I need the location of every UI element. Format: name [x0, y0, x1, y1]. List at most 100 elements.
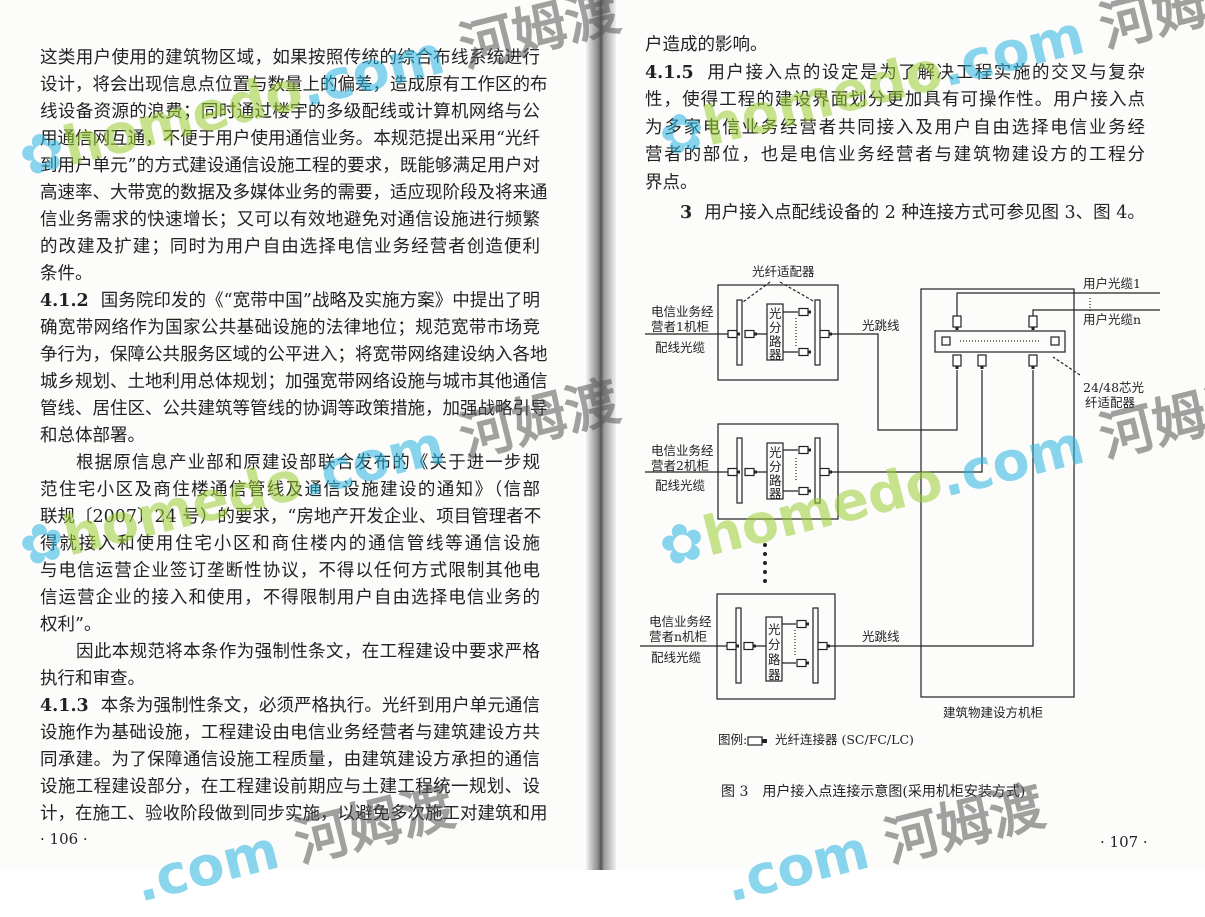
- cabinet-2-label: 营者2机柜: [651, 458, 709, 473]
- line-text: 得就接入和使用住宅小区和商住楼内的通信管线等通信设施: [40, 534, 540, 554]
- line-text: 到用户单元”的方式建设通信设施工程的要求，既能够满足用户对: [40, 156, 540, 176]
- line-text: 权利”。: [40, 615, 102, 635]
- svg-text:器: 器: [769, 347, 782, 362]
- section-number: 4.1.5: [645, 62, 694, 83]
- line-text: 设施作为基础设施，工程建设由电信业务经营者与建筑建设方共: [40, 723, 540, 743]
- cabinet-n-label: 营者n机柜: [649, 629, 707, 644]
- svg-text:器: 器: [768, 667, 781, 682]
- building-cabinet-label: 建筑物建设方机柜: [943, 705, 1043, 720]
- line-text: 确宽带网络作为国家公共基础设施的法律地位；规范宽带市场竞: [40, 318, 540, 338]
- line-text: 营者的部位，也是电信业务经营者与建筑物建设方的工程分: [645, 145, 1145, 166]
- line-text: 本条为强制性条文，必须严格执行。光纤到用户单元通信: [100, 696, 540, 716]
- line-text: 性，使得工程的建设界面划分更加具有可操作性。用户接入点: [645, 90, 1145, 111]
- svg-text:光: 光: [769, 306, 782, 321]
- distribution-cable-label: 配线光缆: [651, 650, 702, 665]
- right-page: [604, 0, 1205, 870]
- text-line: 用通信网互通，不便于用户使用通信业务。本规范提出采用“光纤: [40, 128, 540, 150]
- svg-text:光: 光: [768, 622, 781, 637]
- line-text: 国务院印发的《“宽带中国”战略及实施方案》中提出了明: [100, 291, 540, 311]
- distribution-cable-label: 配线光缆: [655, 478, 706, 493]
- svg-text:分: 分: [769, 459, 782, 474]
- line-text: 设计，将会出现信息点位置与数量上的偏差，造成原有工作区的布: [40, 75, 548, 95]
- line-text: 与电信运营企业签订垄断性协议，不得以任何方式限制其他电: [40, 561, 540, 581]
- text-line: 营者的部位，也是电信业务经营者与建筑物建设方的工程分: [645, 144, 1145, 166]
- line-text: 的改建及扩建；同时为用户自由选择电信业务经营者创造便利: [40, 237, 540, 257]
- text-line: 根据原信息产业部和原建设部联合发布的《关于进一步规: [76, 452, 540, 474]
- line-text: 范住宅小区及商住楼通信管线及通信设施建设的通知》（信部: [40, 480, 540, 500]
- line-text: 联规〔2007〕24 号）的要求，“房地产开发企业、项目管理者不: [40, 507, 542, 527]
- line-text: 信运营企业的接入和使用，不得限制用户自由选择电信业务的: [40, 588, 540, 608]
- text-line: 信运营企业的接入和使用，不得限制用户自由选择电信业务的: [40, 587, 540, 609]
- text-line: 同承建。为了保障通信设施工程质量，由建筑建设方承担的通信: [40, 749, 540, 771]
- adapter-label: 光纤适配器: [752, 264, 815, 279]
- text-line: 性，使得工程的建设界面划分更加具有可操作性。用户接入点: [645, 89, 1145, 111]
- text-line: 信业务需求的快速增长；又可以有效地避免对通信设施进行频繁: [40, 209, 540, 231]
- line-text: 为多家电信业务经营者共同接入及用户自由选择电信业务经: [645, 117, 1145, 138]
- line-text: 同承建。为了保障通信设施工程质量，由建筑建设方承担的通信: [40, 750, 540, 770]
- fiber-adapter-panel: [934, 330, 1066, 353]
- line-text: 因此本规范将本条作为强制性条文，在工程建设中要求严格: [76, 642, 540, 662]
- text-line: 这类用户使用的建筑物区域，如果按照传统的综合布线系统进行: [40, 47, 540, 69]
- text-line: 联规〔2007〕24 号）的要求，“房地产开发企业、项目管理者不: [40, 506, 542, 528]
- line-text: 高速率、大带宽的数据及多媒体业务的需要，适应现阶段及将来通: [40, 183, 548, 203]
- text-line: 高速率、大带宽的数据及多媒体业务的需要，适应现阶段及将来通: [40, 182, 548, 204]
- svg-text:器: 器: [769, 486, 782, 501]
- text-line: 城乡规划、土地利用总体规划；加强宽带网络设施与城市其他通信: [40, 371, 548, 393]
- line-text: 争行为，保障公共服务区域的公平进入；将宽带网络建设纳入各地: [40, 345, 548, 365]
- line-text: 管线、居住区、公共建筑等管线的协调等政策措施，加强战略引导: [40, 399, 548, 419]
- text-line: 到用户单元”的方式建设通信设施工程的要求，既能够满足用户对: [40, 155, 540, 177]
- line-text: 用户接入点配线设备的 2 种连接方式可参见图 3、图 4。: [704, 202, 1145, 223]
- legend-label: 图例:: [718, 732, 747, 747]
- legend-connector-icon: [747, 736, 767, 746]
- svg-text:路: 路: [769, 334, 782, 349]
- section-number: 4.1.3: [40, 696, 89, 716]
- text-line: 的改建及扩建；同时为用户自由选择电信业务经营者创造便利: [40, 236, 540, 258]
- user-cable-1-label: 用户光缆1: [1083, 276, 1141, 291]
- legend-text: 光纤连接器 (SC/FC/LC): [775, 732, 914, 747]
- line-text: 和总体部署。: [40, 426, 145, 446]
- line-text: 信业务需求的快速增长；又可以有效地避免对通信设施进行频繁: [40, 210, 540, 230]
- text-line: 确宽带网络作为国家公共基础设施的法律地位；规范宽带市场竞: [40, 317, 540, 339]
- line-text: 户造成的影响。: [645, 35, 768, 55]
- text-line: 为多家电信业务经营者共同接入及用户自由选择电信业务经: [645, 117, 1145, 139]
- line-text: 根据原信息产业部和原建设部联合发布的《关于进一步规: [76, 453, 540, 473]
- text-line: 界点。: [645, 172, 1145, 194]
- text-line: 计，在施工、验收阶段做到同步实施，以避免多次施工对建筑和用: [40, 803, 548, 825]
- line-text: 城乡规划、土地利用总体规划；加强宽带网络设施与城市其他通信: [40, 372, 548, 392]
- building-cabinet: [920, 288, 1075, 698]
- line-text: 设施工程建设部分，在工程建设前期应与土建工程统一规划、设: [40, 777, 540, 797]
- section-number: 4.1.2: [40, 291, 89, 311]
- line-text: 界点。: [645, 173, 698, 193]
- operator-cabinet-1: [717, 284, 839, 381]
- user-cable-n-label: 用户光缆n: [1083, 312, 1141, 327]
- text-line: 4.1.5 用户接入点的设定是为了解决工程实施的交叉与复杂: [645, 62, 1145, 84]
- text-line: 得就接入和使用住宅小区和商住楼内的通信管线等通信设施: [40, 533, 540, 555]
- cabinet-n-label: 电信业务经: [649, 614, 712, 629]
- item-3-line: 3 用户接入点配线设备的 2 种连接方式可参见图 3、图 4。: [680, 202, 1150, 224]
- cabinet-1-label: 电信业务经: [651, 304, 714, 319]
- panel-label: 24/48芯光: [1083, 380, 1144, 395]
- line-text: 计，在施工、验收阶段做到同步实施，以避免多次施工对建筑和用: [40, 804, 548, 824]
- text-line: 条件。: [40, 263, 540, 285]
- text-line: 和总体部署。: [40, 425, 540, 447]
- svg-text:分: 分: [768, 637, 781, 652]
- cabinet-2-label: 电信业务经: [651, 443, 714, 458]
- page-number-right: · 107 ·: [1100, 833, 1148, 851]
- svg-text:路: 路: [769, 473, 782, 488]
- text-line: 管线、居住区、公共建筑等管线的协调等政策措施，加强战略引导: [40, 398, 548, 420]
- line-text: 线设备资源的浪费；同时通过楼宇的多级配线或计算机网络与公: [40, 102, 540, 122]
- line-text: 用通信网互通，不便于用户使用通信业务。本规范提出采用“光纤: [40, 129, 540, 149]
- text-line: 设施作为基础设施，工程建设由电信业务经营者与建筑建设方共: [40, 722, 540, 744]
- text-line: 设施工程建设部分，在工程建设前期应与土建工程统一规划、设: [40, 776, 540, 798]
- panel-label: 纤适配器: [1085, 395, 1136, 410]
- book-gutter: [586, 0, 616, 870]
- line-text: 用户接入点的设定是为了解决工程实施的交叉与复杂: [705, 62, 1145, 83]
- text-line: 权利”。: [40, 614, 540, 636]
- text-line: 因此本规范将本条作为强制性条文，在工程建设中要求严格: [76, 641, 540, 663]
- distribution-cable-label: 配线光缆: [655, 340, 706, 355]
- line-text: 条件。: [40, 264, 93, 284]
- section-number: 3: [680, 202, 693, 223]
- text-line: 执行和审查。: [40, 668, 540, 690]
